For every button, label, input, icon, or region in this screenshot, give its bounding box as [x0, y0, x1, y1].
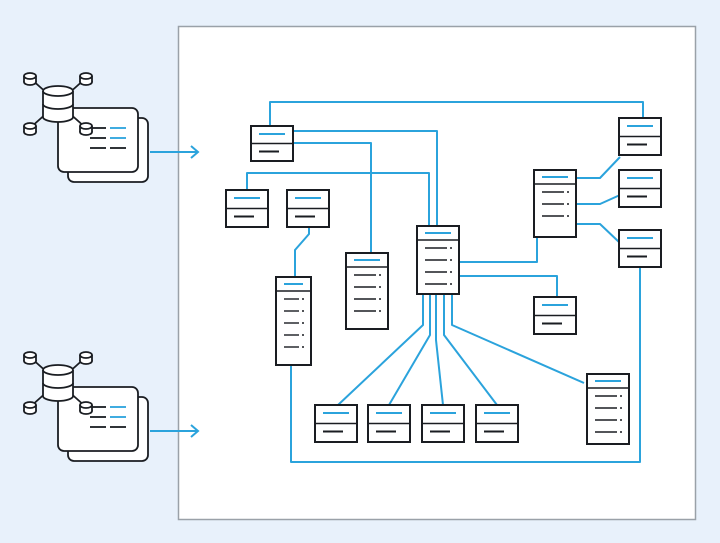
- data-sources: [23, 72, 149, 462]
- table-icon: [618, 229, 662, 268]
- connector: [293, 130, 438, 226]
- flow-arrows: [150, 145, 200, 438]
- table-icon: [286, 189, 330, 228]
- table-icon: [475, 404, 519, 443]
- table-icon: [275, 276, 312, 366]
- table-icon: [533, 169, 577, 238]
- connector: [459, 237, 538, 263]
- connector: [293, 142, 372, 253]
- connector: [269, 101, 644, 126]
- table-icon: [345, 252, 389, 330]
- table-icon: [367, 404, 411, 443]
- table-icon: [314, 404, 358, 443]
- database-network-icon: [23, 351, 149, 462]
- connector: [337, 294, 424, 406]
- database-network-icon: [23, 72, 149, 183]
- connector: [576, 156, 621, 179]
- connector: [246, 172, 430, 226]
- arrow-right-icon: [150, 145, 200, 159]
- connector-lines: [246, 101, 644, 463]
- connector: [388, 294, 431, 406]
- table-icon: [421, 404, 465, 443]
- table-icon: [225, 189, 269, 228]
- connector: [576, 223, 621, 244]
- table-icon: [416, 225, 460, 295]
- table-icon: [618, 169, 662, 208]
- connector: [290, 268, 641, 463]
- table-icon: [250, 125, 294, 162]
- connector: [294, 227, 310, 277]
- connector: [435, 294, 444, 406]
- table-icon: [533, 296, 577, 335]
- table-icon: [586, 373, 630, 445]
- connector: [443, 294, 498, 406]
- connector: [451, 294, 585, 384]
- arrow-right-icon: [150, 424, 200, 438]
- connector: [459, 275, 558, 297]
- entity-tables: [225, 117, 662, 445]
- table-icon: [618, 117, 662, 156]
- connector: [576, 194, 621, 205]
